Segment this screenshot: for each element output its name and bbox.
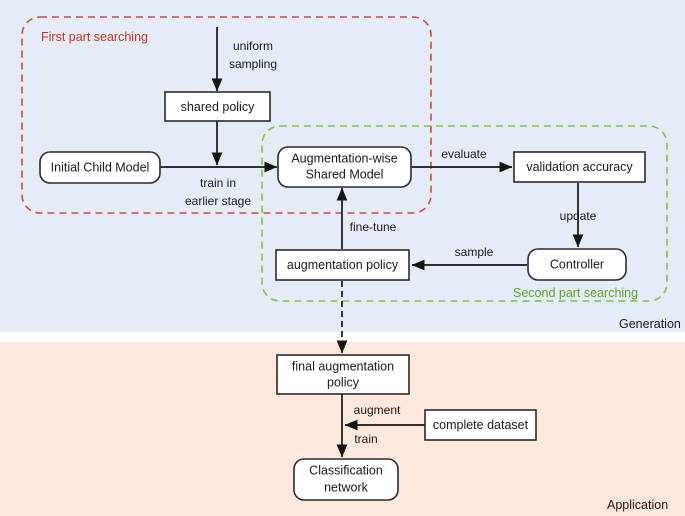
group-label-second-part-searching: Second part searching [513,286,638,300]
node-final-augmentation-policy-label-line2: policy [327,375,360,389]
edge-label-augment: augment [354,403,401,417]
edge-label-uniform-sampling-line1: uniform [233,39,273,53]
edge-label-train-in-earlier-stage-line1: train in [200,176,236,190]
node-initial-child-model-label: Initial Child Model [51,160,150,174]
node-controller[interactable]: Controller [527,248,627,281]
group-second-part-searching [261,125,668,302]
node-classification-network-label-line2: network [324,480,369,494]
edge-label-fine-tune: fine-tune [350,220,397,234]
node-complete-dataset[interactable]: complete dataset [424,409,537,441]
node-augmentation-wise-shared-model-label-line2: Shared Model [306,167,384,181]
node-final-augmentation-policy[interactable]: final augmentation policy [276,354,410,395]
node-classification-network[interactable]: Classification network [293,458,399,501]
band-label-generation: Generation [619,317,681,331]
node-augmentation-wise-shared-model[interactable]: Augmentation-wise Shared Model [277,146,412,188]
node-initial-child-model[interactable]: Initial Child Model [39,151,161,184]
node-shared-policy-label: shared policy [181,100,255,114]
edge-label-evaluate: evaluate [441,147,487,161]
node-classification-network-label-line1: Classification [309,463,383,477]
node-augmentation-policy-label: augmentation policy [287,258,399,272]
node-augmentation-policy[interactable]: augmentation policy [275,249,410,281]
group-first-part-searching [21,16,432,214]
band-label-application: Application [607,498,668,512]
node-complete-dataset-label: complete dataset [433,418,529,432]
edge-label-update: update [560,209,597,223]
edge-label-train-in-earlier-stage-line2: earlier stage [185,194,251,208]
edge-label-uniform-sampling-line2: sampling [229,57,277,71]
group-label-first-part-searching: First part searching [41,30,148,44]
node-final-augmentation-policy-label-line1: final augmentation [292,359,394,373]
edge-label-train: train [354,432,377,446]
node-validation-accuracy-label: validation accuracy [526,160,633,174]
node-shared-policy[interactable]: shared policy [164,91,271,122]
node-validation-accuracy[interactable]: validation accuracy [513,151,646,183]
node-controller-label: Controller [550,257,604,271]
node-augmentation-wise-shared-model-label-line1: Augmentation-wise [291,151,397,165]
edge-label-sample: sample [455,245,494,259]
